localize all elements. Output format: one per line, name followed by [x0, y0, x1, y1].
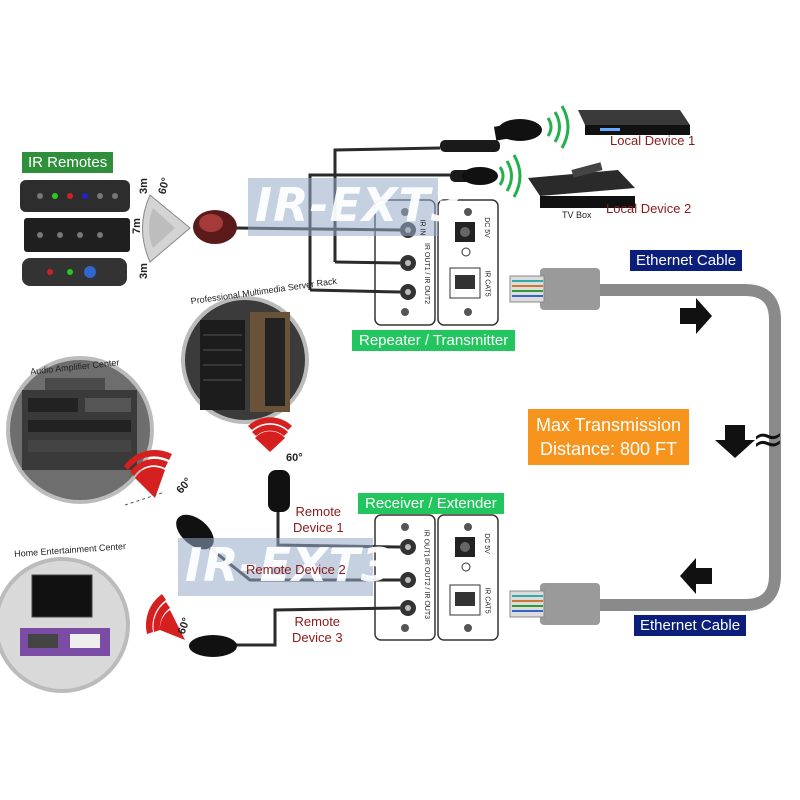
remote-device-3-line1: Remote — [294, 614, 341, 629]
rack-angle-label: 60° — [286, 452, 303, 464]
server-rack-image — [181, 296, 309, 424]
ir-emitter-remote-3 — [189, 635, 237, 657]
red-signal-icon-rack — [248, 417, 292, 452]
watermark-top: IR-EXT3 — [255, 178, 464, 232]
ir-emitter-remote-1 — [268, 470, 290, 512]
distance-middle-label: 7m — [130, 218, 143, 234]
receiver-port-out23: IR OUT2 / IR OUT3 — [423, 557, 431, 620]
tv-box-label: TV Box — [562, 210, 592, 220]
max-transmission-label: Max Transmission Distance: 800 FT — [528, 409, 690, 465]
remote-device-3-line2: Device 3 — [292, 630, 343, 645]
ethernet-cable — [600, 284, 781, 611]
ir-emitter-local-1 — [440, 119, 542, 152]
watermark-box-bottom — [178, 538, 373, 596]
distance-bottom-label: 3m — [137, 263, 150, 279]
signal-dash-audio — [124, 491, 166, 506]
ir-remotes-label: IR Remotes — [22, 152, 114, 173]
ethernet-cable-top-label: Ethernet Cable — [630, 250, 743, 271]
arrow-left-icon — [680, 558, 712, 594]
receiver-port-dc: DC 5V — [482, 533, 490, 554]
rj45-plug-bottom — [509, 583, 600, 625]
local-device-2-image — [528, 162, 635, 208]
distance-top-label: 3m — [137, 178, 150, 194]
max-transmission-line1: Max Transmission — [536, 415, 682, 435]
audio-center-image — [6, 356, 154, 504]
receiver-port-cat5: IR CAT5 — [483, 587, 491, 614]
red-signal-icon-audio — [124, 449, 172, 498]
approx-icon: ≈ — [752, 417, 784, 461]
ir-receiver-eye — [193, 210, 237, 244]
watermark-bottom: IR-EXT3 — [185, 538, 394, 592]
rj45-plug-top — [509, 268, 600, 310]
remote-device-3-label: Remote Device 3 — [292, 614, 343, 646]
repeater-label: Repeater / Transmitter — [352, 330, 516, 351]
local-device-1-image — [578, 110, 690, 135]
ethernet-cable-bottom-label: Ethernet Cable — [634, 615, 747, 636]
home-center-image — [0, 557, 130, 693]
arrow-down-icon — [715, 425, 755, 458]
local-device-2-label: Local Device 2 — [606, 201, 692, 216]
remote-device-1-line1: Remote — [295, 504, 342, 519]
remote-device-1-line2: Device 1 — [293, 520, 344, 535]
receiver-port-out1: IR OUT1 — [422, 529, 430, 558]
local-device-1-label: Local Device 1 — [610, 133, 696, 148]
remote-device-1-label: Remote Device 1 — [293, 504, 344, 536]
green-signal-icon — [498, 105, 570, 198]
max-transmission-line2: Distance: 800 FT — [539, 439, 678, 459]
transmitter-port-dc: DC 5V — [482, 217, 490, 238]
watermark-box-top — [248, 178, 438, 236]
transmitter-port-cat5: IR CAT5 — [483, 270, 491, 297]
ir-emitter-local-2 — [450, 167, 498, 185]
remote-device-2-label: Remote Device 2 — [246, 562, 346, 577]
transmitter-port-in: IR IN — [418, 219, 426, 236]
receiver-label: Receiver / Extender — [358, 493, 504, 514]
ir-remotes-image — [20, 180, 191, 286]
transmitter-port-out: IR OUT1 / IR OUT2 — [423, 242, 431, 305]
arrow-right-icon — [680, 298, 712, 334]
red-signal-icon-home — [145, 594, 185, 640]
